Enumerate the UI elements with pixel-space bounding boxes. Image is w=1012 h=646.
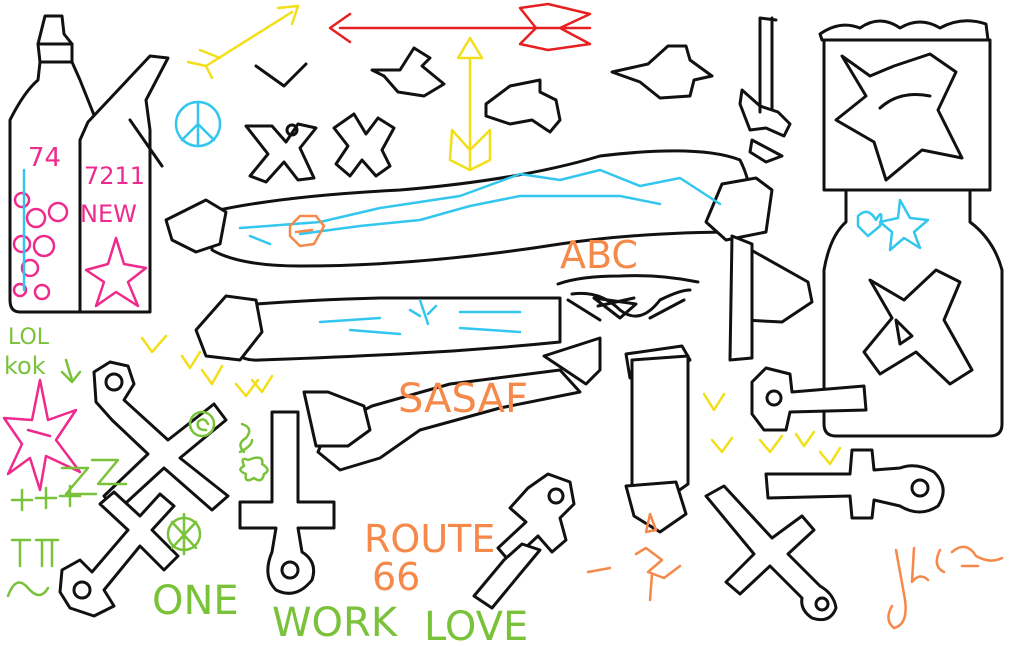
pink-star [84, 236, 148, 308]
lol-label: LOL [8, 325, 50, 350]
work-label: WORK [272, 600, 399, 646]
right-jar [818, 19, 1004, 438]
lower-tube [194, 294, 562, 362]
tulip-shape [484, 78, 562, 134]
yellow-up-arrow [448, 36, 492, 172]
upper-tube [164, 149, 774, 268]
bottle-left-bubbles [12, 168, 69, 301]
cone-shape [728, 234, 814, 362]
hanging-figure [738, 16, 792, 164]
route-label: ROUTE [364, 517, 495, 561]
key-cross-center [238, 410, 336, 595]
sasaf-label: SASAF [398, 376, 528, 422]
key-right-middle [750, 366, 868, 432]
pink-flower [2, 378, 82, 492]
kok-label: kok [4, 352, 46, 380]
green-doodles [6, 358, 269, 598]
key-center-bottom [472, 472, 576, 610]
key-right-horizontal [764, 448, 945, 520]
face-figure [556, 274, 700, 322]
x-figure-left [244, 122, 318, 184]
abc-label: ABC [560, 233, 638, 277]
small-bird [254, 62, 308, 88]
yellow-arrow [186, 4, 300, 80]
bottle-right [78, 54, 170, 314]
bird-right [610, 44, 714, 100]
key-left [92, 360, 230, 514]
bird-left [370, 46, 446, 98]
peace-icon [174, 100, 222, 148]
orange-squiggle [887, 545, 1004, 630]
yellow-birds [140, 334, 842, 466]
red-arrow [328, 2, 592, 52]
bottle-right-word: NEW [80, 200, 137, 228]
vertical-column [624, 354, 690, 534]
bottle-right-number: 7211 [84, 162, 145, 190]
bottle-left-number: 74 [28, 143, 61, 173]
orange-marks [288, 214, 682, 602]
one-label: ONE [152, 578, 239, 624]
key-bottom-left [58, 490, 180, 618]
love-label: LOVE [424, 604, 528, 646]
x-figure-right [332, 112, 396, 178]
route-number: 66 [372, 555, 420, 599]
key-right-cross [704, 484, 838, 622]
